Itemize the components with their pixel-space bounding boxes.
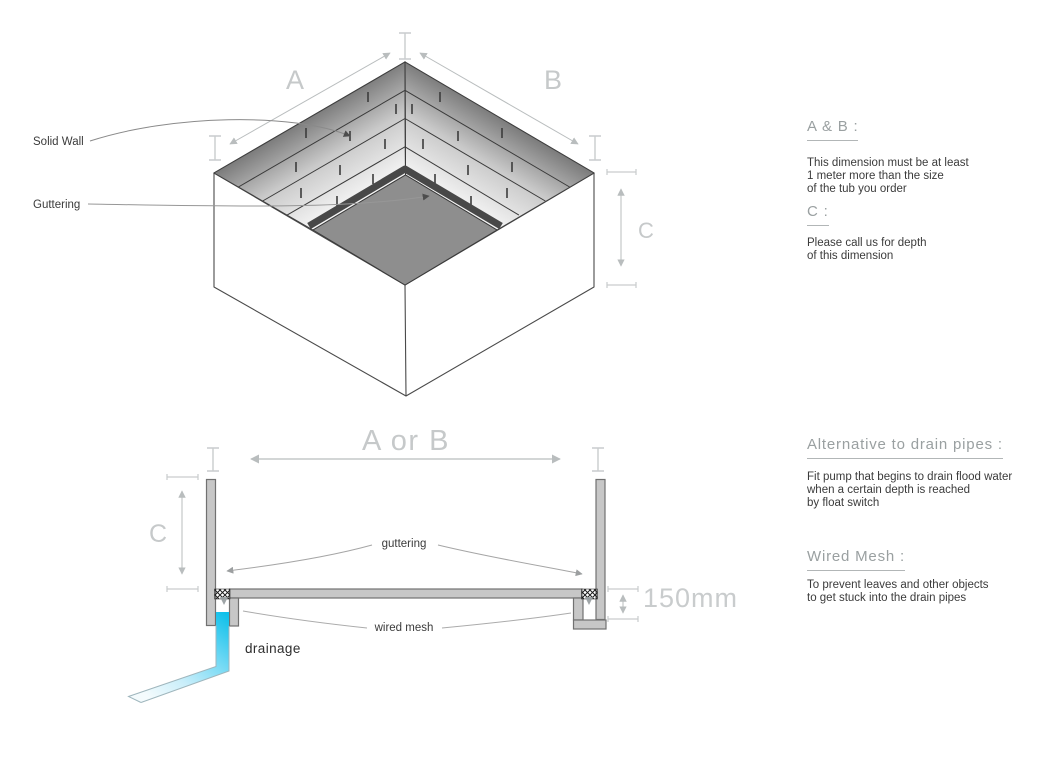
note-ab-title: A & B :: [807, 118, 859, 141]
flow-arrows: [220, 597, 593, 605]
wired-mesh-label: wired mesh: [374, 622, 434, 634]
note-c-heading: C :: [807, 203, 829, 226]
note-mesh-heading: Wired Mesh :: [807, 548, 905, 571]
gutter-rim: [307, 165, 503, 230]
depth-150mm-label: 150mm: [643, 583, 738, 613]
note-c-title: C :: [807, 203, 829, 226]
dim-a-or-b-label: A or B: [362, 425, 450, 457]
guttering-callout: Guttering: [33, 193, 430, 211]
left-wall: [205, 478, 217, 627]
note-ab-body-block: This dimension must be at least 1 meter …: [807, 157, 969, 196]
right-gutter-bottom: [572, 619, 607, 630]
dimension-a: A: [209, 32, 411, 161]
wired-mesh-callout: wired mesh: [242, 610, 572, 634]
note-ab-heading: A & B :: [807, 118, 859, 141]
note-ab-body: This dimension must be at least 1 meter …: [807, 157, 969, 195]
dimension-150mm: 150mm: [607, 583, 738, 622]
dimension-c-iso: C: [606, 169, 654, 288]
note-c-body-block: Please call us for depth of this dimensi…: [807, 237, 927, 263]
solid-wall-leader-line: [89, 119, 351, 142]
guttering-label: Guttering: [33, 199, 80, 211]
note-alt-title: Alternative to drain pipes :: [807, 436, 1003, 459]
section-guttering-callout: guttering: [226, 538, 583, 577]
pit-floor: [312, 174, 498, 286]
gutter-floor: [228, 588, 583, 599]
note-mesh-title: Wired Mesh :: [807, 548, 905, 571]
solid-wall-callout: Solid Wall: [33, 119, 351, 148]
dim-b-label: B: [544, 65, 562, 95]
note-alt-body: Fit pump that begins to drain flood wate…: [807, 471, 1013, 509]
dimension-c-section: C: [149, 474, 199, 592]
guttering-leader-line: [87, 193, 430, 207]
note-alt-body-block: Fit pump that begins to drain flood wate…: [807, 471, 1012, 510]
dim-a-label: A: [286, 65, 304, 95]
drainage-label: drainage: [245, 641, 301, 656]
section-guttering-label: guttering: [382, 538, 427, 550]
isometric-view: A B C Solid Wall Guttering: [33, 32, 654, 397]
solid-wall-label: Solid Wall: [33, 136, 84, 148]
note-mesh-body: To prevent leaves and other objects to g…: [807, 579, 989, 604]
note-alt-heading: Alternative to drain pipes :: [807, 436, 1003, 459]
cross-section-view: A or B C 150mm guttering wired mesh drai…: [127, 425, 738, 703]
right-gutter-drop: [572, 597, 584, 621]
note-mesh-body-block: To prevent leaves and other objects to g…: [807, 579, 989, 605]
left-drain-curb: [228, 597, 240, 627]
drain-pipe: [127, 612, 230, 703]
dim-c-section-label: C: [149, 520, 167, 548]
note-c-body: Please call us for depth of this dimensi…: [807, 237, 927, 262]
section-structure: [205, 478, 607, 630]
dimension-b: B: [419, 52, 601, 161]
dimension-a-or-b: A or B: [207, 425, 604, 472]
dim-c-iso-label: C: [638, 218, 654, 243]
